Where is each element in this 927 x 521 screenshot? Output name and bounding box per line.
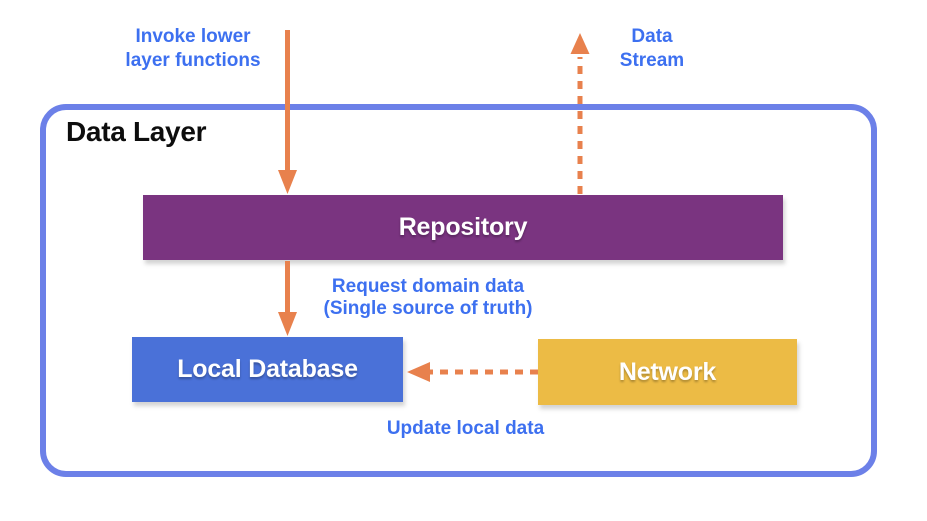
invoke-arrow-label-line1: Invoke lower xyxy=(135,26,251,47)
data-stream-arrow-label-line1: Data xyxy=(631,26,673,47)
node-network: Network xyxy=(538,339,797,405)
data-layer-title: Data Layer xyxy=(66,116,207,147)
update-arrow-label-line1: Update local data xyxy=(386,418,545,439)
request-arrow-label-line1: Request domain data xyxy=(331,276,525,297)
node-network-label: Network xyxy=(618,357,717,386)
node-repository-label: Repository xyxy=(398,213,528,241)
data-stream-arrow-label-line2: Stream xyxy=(619,50,685,71)
node-local-database-label: Local Database xyxy=(177,355,358,383)
request-arrow-label-line2: (Single source of truth) xyxy=(323,298,533,319)
data-stream-arrowhead-icon xyxy=(570,33,590,54)
node-repository: Repository xyxy=(143,195,783,260)
invoke-arrow-label-line2: layer functions xyxy=(125,50,261,71)
data-layer-container xyxy=(40,104,877,477)
invoke-arrow-label: Invoke lower layer functions xyxy=(98,25,288,73)
update-arrow-label: Update local data xyxy=(368,417,563,441)
node-local-database: Local Database xyxy=(132,337,403,402)
data-stream-arrow-label: Data Stream xyxy=(593,25,711,73)
request-arrow-label: Request domain data (Single source of tr… xyxy=(300,276,556,320)
